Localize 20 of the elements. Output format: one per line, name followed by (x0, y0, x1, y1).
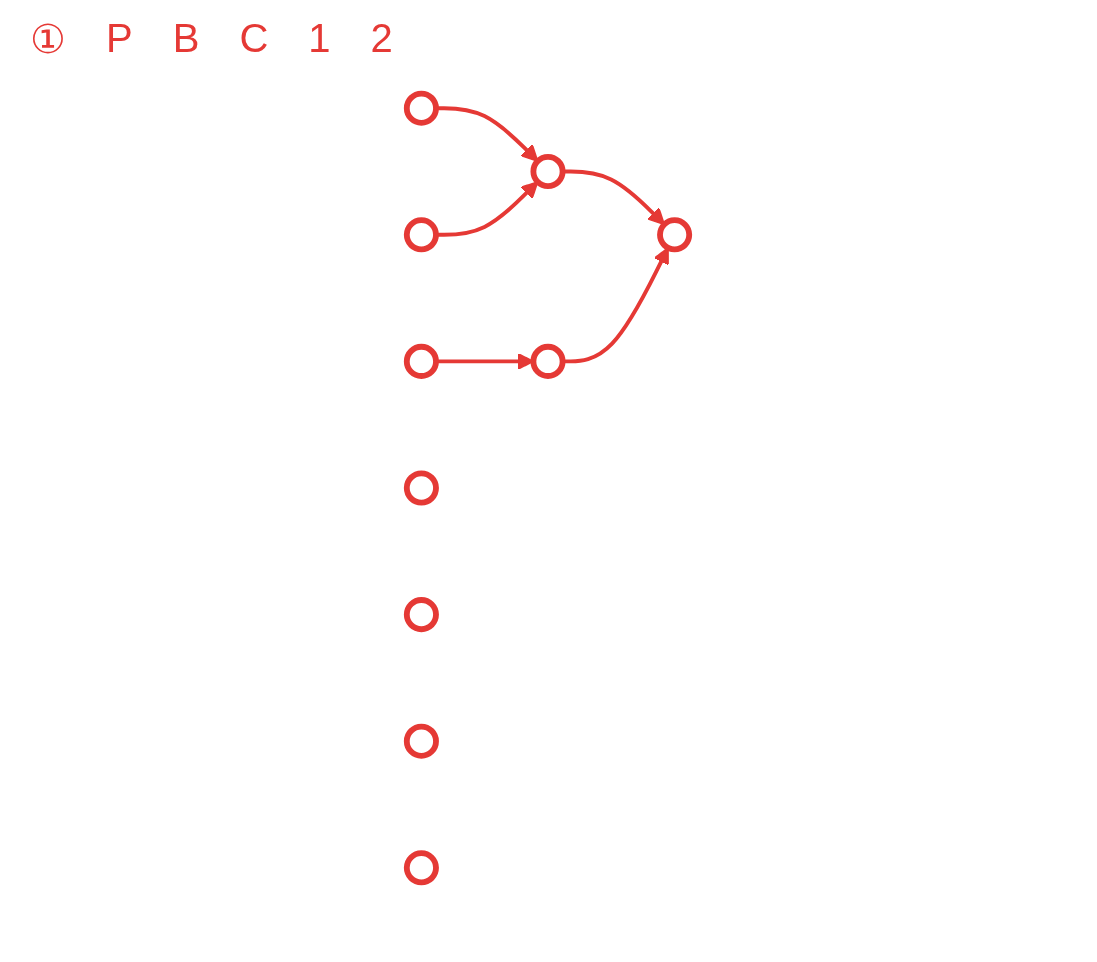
node-circle (403, 597, 439, 633)
handwritten-label: B (172, 16, 200, 62)
node-circle (403, 850, 439, 886)
handwritten-label: ① (30, 16, 66, 62)
node-circle (403, 217, 439, 253)
handwritten-label: 1 (308, 16, 331, 62)
node-circle (657, 217, 693, 253)
arrow (436, 181, 539, 237)
arrow (436, 106, 539, 162)
arrow (562, 169, 666, 226)
node-circle (403, 90, 439, 126)
handwritten-label: P (106, 16, 133, 62)
node-circle (403, 723, 439, 759)
arrow (562, 247, 669, 364)
node-circle (403, 343, 439, 379)
node-circle (403, 470, 439, 506)
handwritten-label: C (239, 16, 269, 62)
handwritten-label: 2 (370, 16, 393, 62)
node-circle (530, 153, 566, 189)
node-circle (530, 343, 566, 379)
